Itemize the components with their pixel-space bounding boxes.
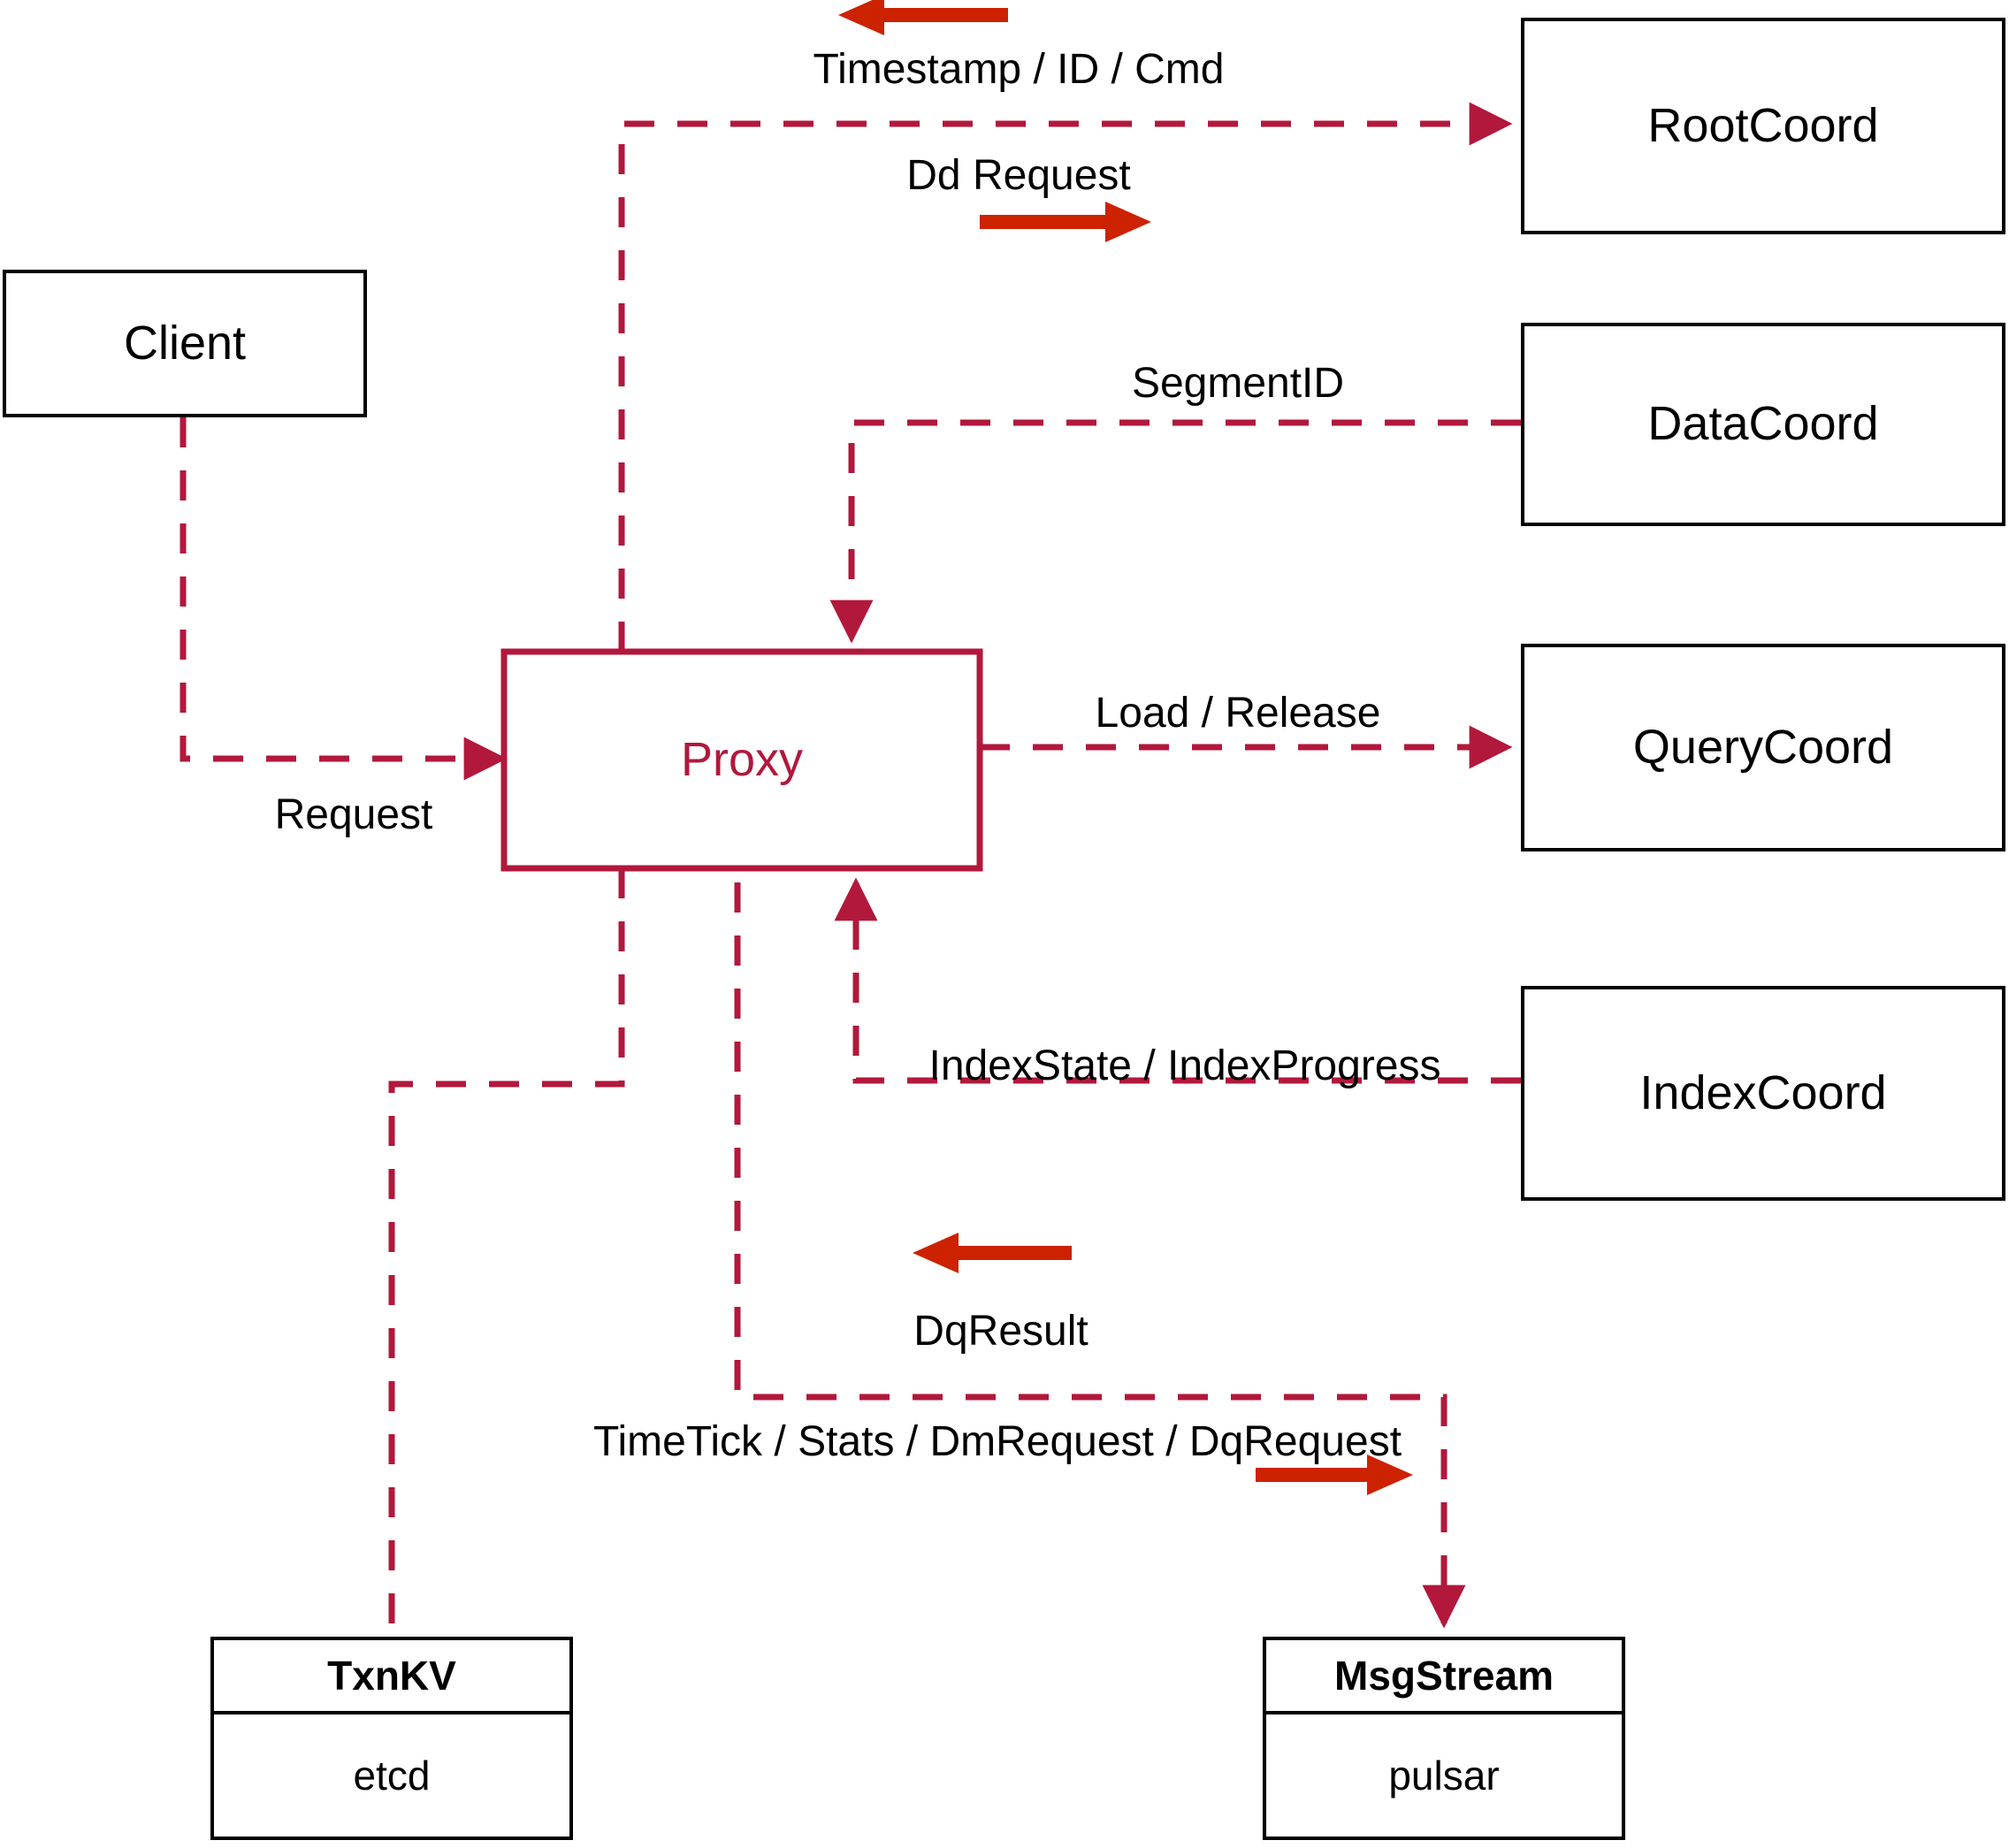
edge-label-segment-id: SegmentID — [1131, 360, 1345, 407]
store-msgstream[interactable]: MsgStream pulsar — [1263, 1637, 1625, 1840]
node-querycoord-label: QueryCoord — [1632, 720, 1894, 774]
arrow-timetick-stats — [1256, 1455, 1413, 1495]
store-msgstream-impl: pulsar — [1388, 1753, 1500, 1798]
node-querycoord[interactable]: QueryCoord — [1521, 644, 2005, 851]
node-indexcoord[interactable]: IndexCoord — [1521, 986, 2005, 1201]
node-proxy-label: Proxy — [680, 732, 804, 786]
edge-indexcoord-proxy — [834, 877, 1521, 1084]
proxy-box-outline — [500, 648, 983, 872]
edge-proxy-txnkv — [388, 868, 625, 1637]
node-rootcoord-label: RootCoord — [1647, 98, 1879, 152]
node-proxy[interactable]: Proxy — [504, 652, 980, 868]
store-txnkv-header: TxnKV — [214, 1640, 569, 1714]
edge-proxy-rootcoord — [618, 102, 1513, 652]
store-txnkv-title: TxnKV — [327, 1653, 456, 1699]
store-txnkv-impl: etcd — [353, 1753, 431, 1798]
node-datacoord[interactable]: DataCoord — [1521, 323, 2005, 526]
node-rootcoord[interactable]: RootCoord — [1521, 18, 2005, 234]
arrow-timestamp-id-cmd — [838, 0, 1008, 35]
edge-proxy-msgstream — [734, 882, 1466, 1629]
edge-label-timetick-stats-dm-dq: TimeTick / Stats / DmRequest / DqRequest — [592, 1418, 1402, 1465]
store-txnkv[interactable]: TxnKV etcd — [210, 1637, 573, 1840]
node-indexcoord-label: IndexCoord — [1639, 1065, 1887, 1119]
edge-datacoord-proxy — [829, 419, 1521, 644]
arrow-dq-result — [913, 1233, 1072, 1273]
direction-arrow-group — [838, 0, 1413, 1495]
node-datacoord-label: DataCoord — [1647, 397, 1879, 451]
edge-label-request: Request — [274, 791, 433, 838]
store-msgstream-title: MsgStream — [1334, 1653, 1554, 1699]
node-client[interactable]: Client — [3, 270, 367, 417]
edge-label-timestamp-id-cmd: Timestamp / ID / Cmd — [813, 46, 1225, 93]
edge-label-dq-result: DqResult — [913, 1308, 1089, 1355]
node-client-label: Client — [123, 316, 247, 370]
store-msgstream-header: MsgStream — [1266, 1640, 1622, 1714]
store-txnkv-body: etcd — [214, 1714, 569, 1837]
edge-label-load-release: Load / Release — [1095, 690, 1381, 737]
arrow-dd-request — [980, 202, 1151, 242]
store-msgstream-body: pulsar — [1266, 1714, 1622, 1837]
edge-client-proxy — [180, 417, 508, 781]
edge-label-index-state-progress: IndexState / IndexProgress — [928, 1042, 1441, 1089]
edge-label-dd-request: Dd Request — [906, 152, 1131, 199]
